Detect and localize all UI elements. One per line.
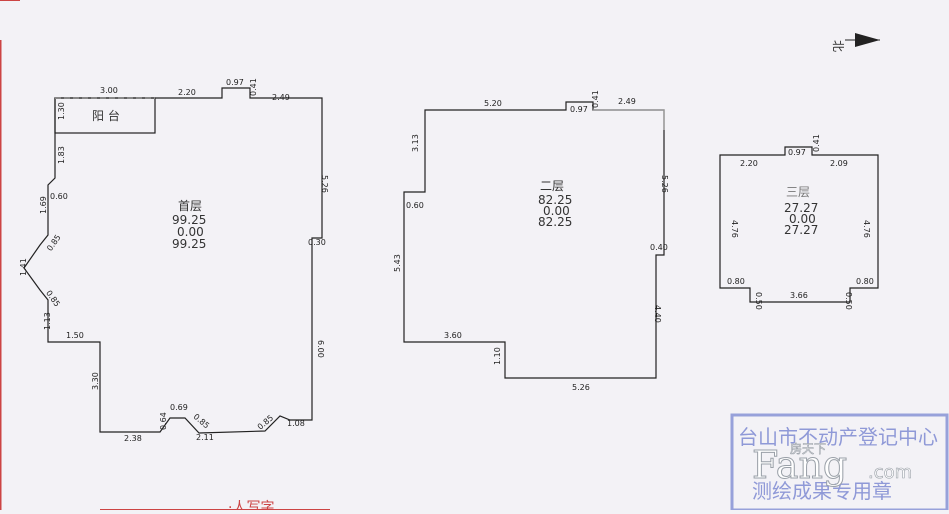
f1-dim: 1.13	[43, 312, 52, 330]
f3-dim: 0.50	[754, 292, 763, 310]
f1-dim: 2.20	[178, 88, 196, 97]
f1-dim: 0.97	[226, 78, 244, 87]
f3-dim: 0.97	[788, 148, 806, 157]
f1-dim: 1.50	[66, 331, 84, 340]
f1-dim: 0.60	[50, 192, 68, 201]
f3-dim: 2.20	[740, 159, 758, 168]
f3-dim: 2.09	[830, 159, 848, 168]
floor1-shared: 0.00	[177, 225, 204, 239]
f3-dim: 0.50	[844, 292, 853, 310]
f1-dim: 1.30	[57, 102, 66, 120]
balcony: 阳 台 3.00	[54, 86, 156, 134]
f1-dim: 1.41	[19, 258, 28, 276]
fang-watermark: Fang 房天下 .com	[752, 441, 913, 488]
f2-dim: 5.26	[660, 175, 669, 193]
f1-dim: 6.00	[316, 340, 325, 358]
floor1-total: 99.25	[172, 237, 206, 251]
floor3-outline	[719, 146, 879, 303]
watermark-logo: Fang	[752, 443, 847, 487]
registration-stamp: 台山市不动产登记中心 测绘成果专用章	[730, 413, 949, 512]
f2-dim: 0.40	[650, 243, 668, 252]
floor2-name: 二层	[540, 179, 564, 193]
f1-dim: 0.85	[256, 413, 275, 431]
f1-dim: 1.69	[39, 196, 48, 214]
floor3-shared: 0.00	[789, 212, 816, 226]
f1-dim: 1.08	[287, 419, 305, 428]
bottom-red-text: ·人写字	[228, 500, 274, 510]
floor1-outline	[23, 87, 323, 434]
f1-dim: 5.26	[320, 175, 329, 193]
f2-dim: 5.43	[393, 254, 402, 272]
compass-label: 北	[831, 40, 845, 52]
f1-dim: 3.30	[91, 372, 100, 390]
floor3-area: 27.27	[784, 201, 818, 215]
f2-dim: 0.97	[570, 105, 588, 114]
balcony-label: 阳 台	[92, 108, 120, 123]
f1-dim: 2.11	[196, 433, 214, 442]
f1-dim: 2.38	[124, 434, 142, 443]
f3-dim: 4.76	[862, 220, 871, 238]
floor1-area: 99.25	[172, 213, 206, 227]
f2-dim: 5.26	[572, 383, 590, 392]
watermark-sub: 房天下	[790, 441, 826, 456]
f3-dim: 0.41	[812, 134, 821, 152]
f1-dim: 1.83	[57, 146, 66, 164]
f2-dim: 3.60	[444, 331, 462, 340]
floor3-name: 三层	[786, 185, 810, 199]
f1-dim: 2.49	[272, 93, 290, 102]
f2-dim: 3.13	[411, 134, 420, 152]
north-arrow-icon	[845, 33, 880, 47]
watermark-suffix: .com	[868, 462, 912, 483]
f3-dim: 0.80	[727, 277, 745, 286]
f1-dim: 0.64	[159, 412, 168, 430]
floor3-total: 27.27	[784, 223, 818, 237]
f1-dim: 0.69	[170, 403, 188, 412]
floor2-area: 82.25	[538, 193, 572, 207]
f2-dim: 5.20	[484, 99, 502, 108]
f1-dim: 0.41	[249, 78, 258, 96]
stamp-line1: 台山市不动产登记中心	[738, 425, 938, 449]
f2-dim: 0.60	[406, 201, 424, 210]
floor2-total: 82.25	[538, 215, 572, 229]
stamp-line2: 测绘成果专用章	[752, 479, 892, 503]
floor2-shared: 0.00	[543, 204, 570, 218]
balcony-top-dim: 3.00	[100, 86, 118, 95]
floor1-name: 首层	[178, 199, 202, 213]
f2-dim: 1.10	[493, 347, 502, 365]
f2-dim: 0.41	[591, 90, 600, 108]
f3-dim: 3.66	[790, 291, 808, 300]
f2-dim: 4.40	[653, 305, 662, 323]
f3-dim: 4.76	[730, 220, 739, 238]
f1-dim: 0.30	[308, 238, 326, 247]
floor2-faded-wall	[593, 109, 665, 130]
floor2-outline	[403, 101, 665, 379]
f3-dim: 0.80	[856, 277, 874, 286]
f2-dim: 2.49	[618, 97, 636, 106]
